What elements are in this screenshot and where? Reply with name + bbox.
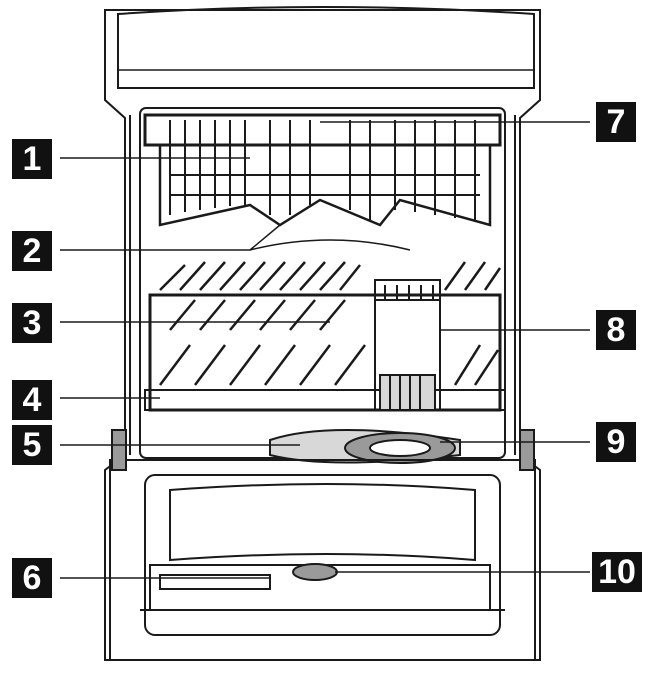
callout-1: 1 <box>12 139 52 179</box>
upper-rack <box>143 113 502 227</box>
callout-9: 9 <box>596 422 636 462</box>
callout-5: 5 <box>12 425 52 465</box>
cutlery-basket <box>374 279 441 411</box>
callout-10: 10 <box>592 552 642 592</box>
callout-6: 6 <box>12 558 52 598</box>
upper-rack-tines <box>169 120 480 220</box>
open-door <box>109 459 536 661</box>
leader-lines <box>60 121 590 579</box>
callout-2: 2 <box>12 231 52 271</box>
lower-rack <box>144 293 506 412</box>
callout-4: 4 <box>12 380 52 420</box>
callout-7: 7 <box>596 102 636 142</box>
lower-spray-arm <box>269 429 461 464</box>
callout-8: 8 <box>596 310 636 350</box>
callout-3: 3 <box>12 303 52 343</box>
top-panel <box>117 6 535 89</box>
cabinet-outline <box>104 9 541 661</box>
lower-rack-tines <box>159 261 502 386</box>
